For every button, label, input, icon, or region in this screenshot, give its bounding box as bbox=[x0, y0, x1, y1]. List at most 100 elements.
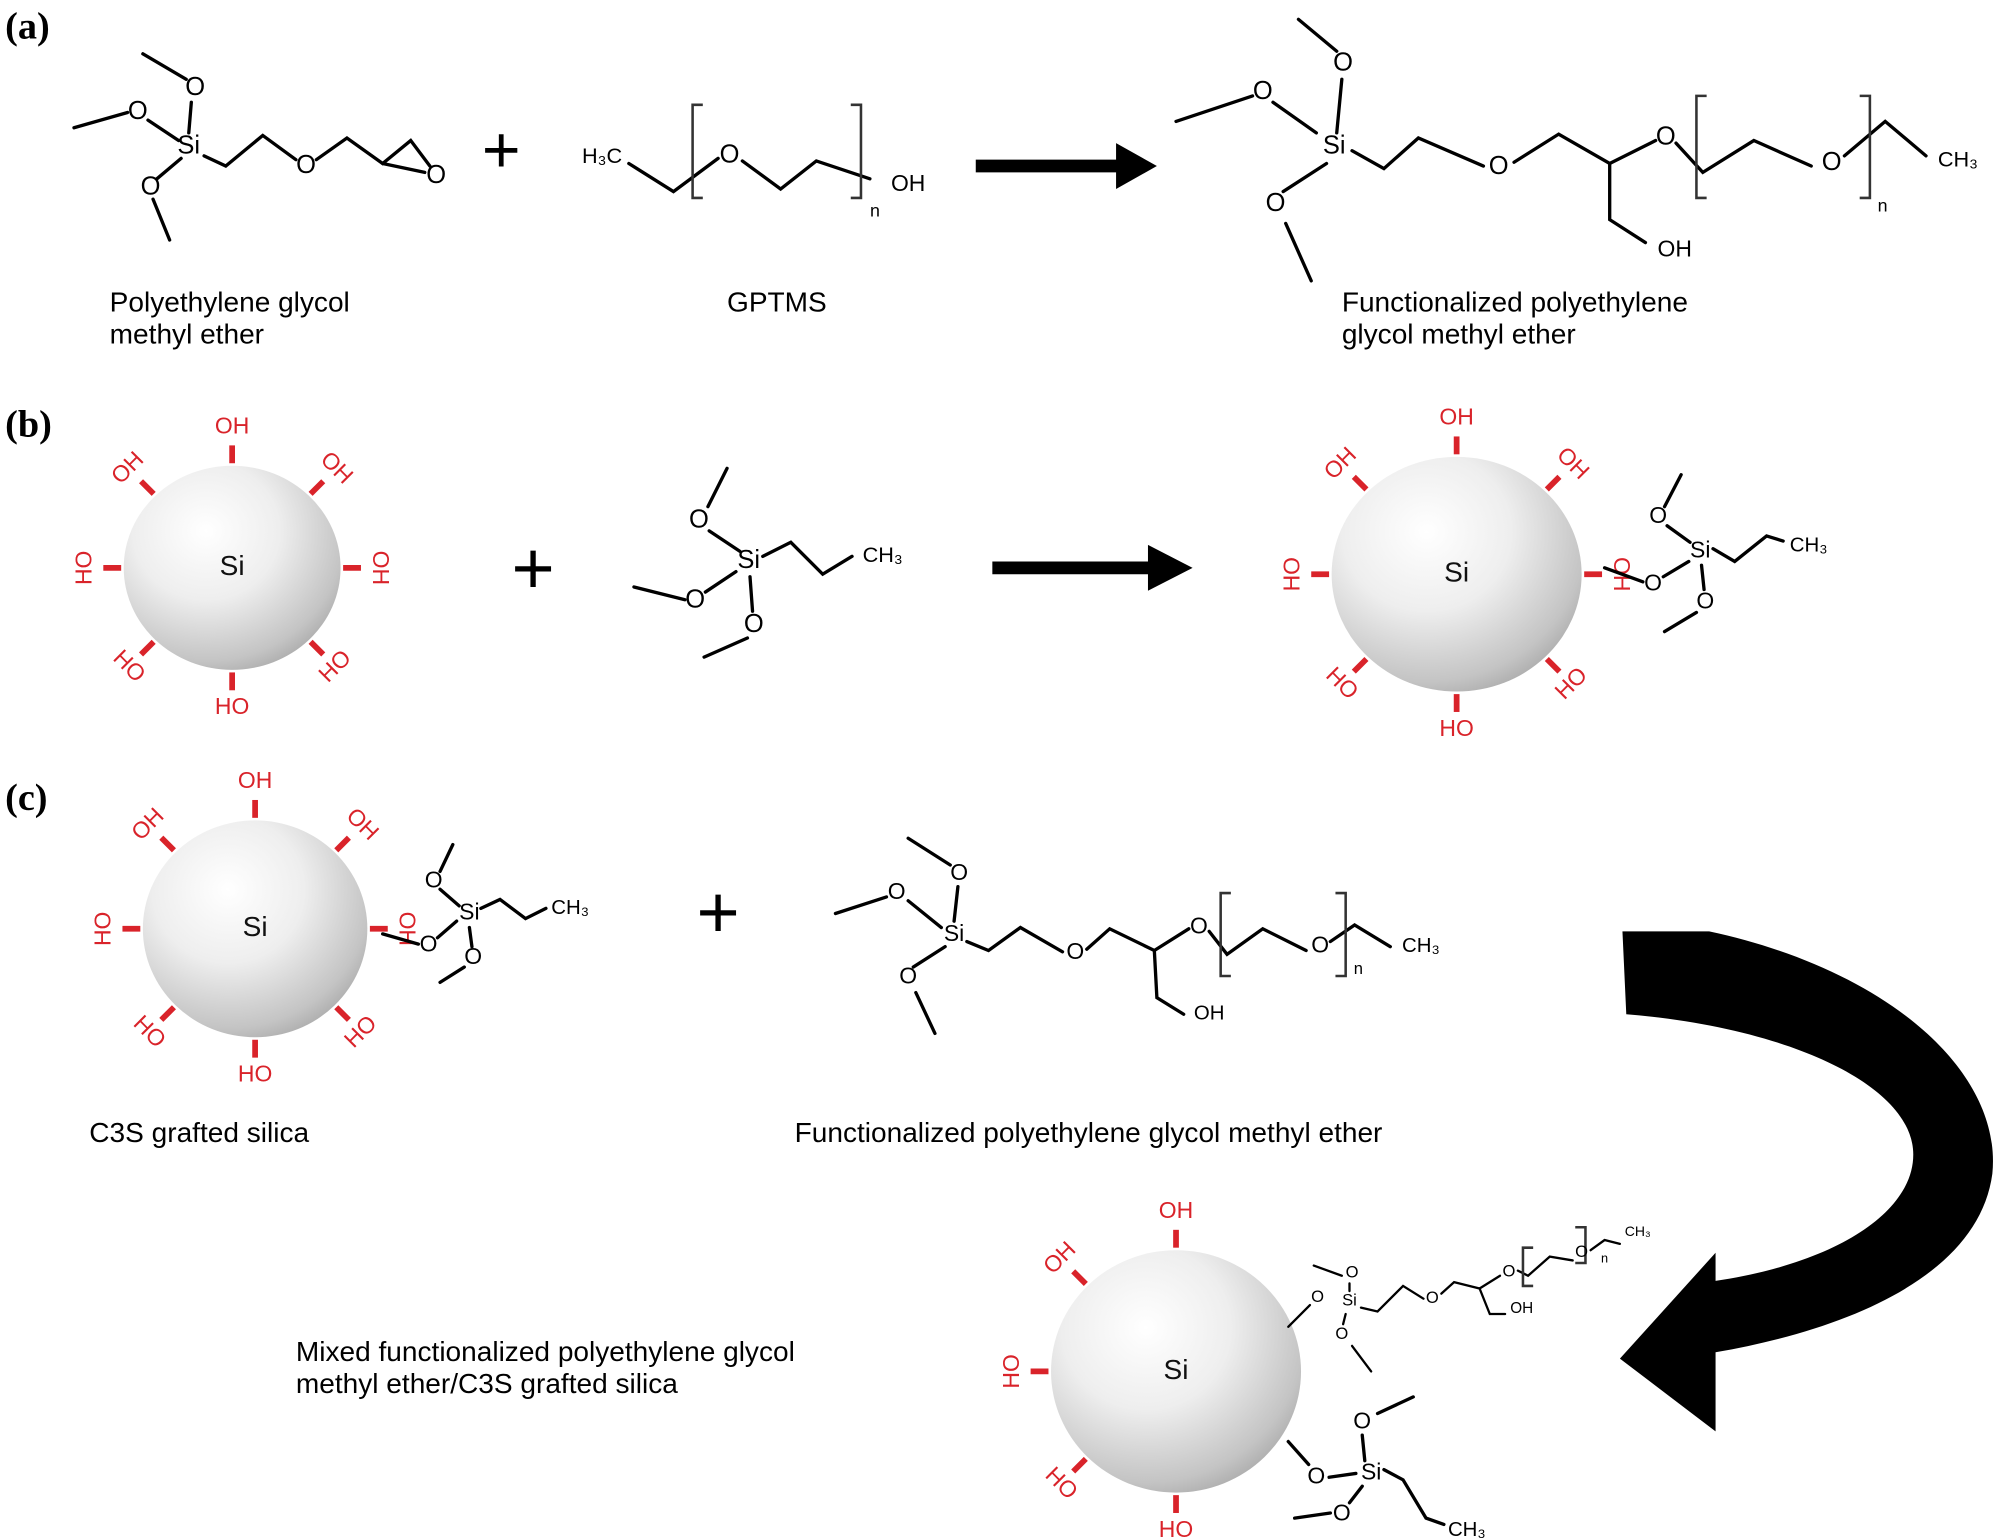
hydroxyl-label: HO bbox=[1439, 715, 1473, 741]
bond-line bbox=[911, 944, 947, 969]
bond-line bbox=[1608, 161, 1648, 245]
atom-label-o: O bbox=[1575, 1242, 1588, 1261]
bond-line bbox=[740, 159, 872, 192]
hydroxyl-label: OH bbox=[1439, 404, 1473, 430]
bond-line bbox=[1350, 1344, 1373, 1373]
hydroxyl-bond bbox=[334, 835, 351, 853]
atom-label-o: O bbox=[1644, 569, 1662, 595]
atom-label-o: O bbox=[185, 73, 205, 101]
bond-line bbox=[1512, 132, 1658, 166]
bond-line bbox=[1516, 1255, 1574, 1278]
atom-label-o: O bbox=[1333, 49, 1353, 77]
bond-line bbox=[906, 836, 952, 867]
atom-label-o: O bbox=[1190, 913, 1208, 939]
bond-line bbox=[1674, 138, 1813, 175]
caption-mixed-product-line2: methyl ether/C3S grafted silica bbox=[296, 1368, 678, 1399]
plus-sign-c: + bbox=[697, 871, 740, 954]
atom-label-o: O bbox=[464, 943, 482, 969]
caption-functionalized-peg-line2: glycol methyl ether bbox=[1342, 318, 1576, 349]
bond-line bbox=[438, 842, 455, 874]
bond-line bbox=[1271, 100, 1318, 135]
atom-label-si: Si bbox=[944, 920, 964, 946]
bond-line bbox=[702, 636, 750, 659]
bond-line bbox=[707, 529, 742, 553]
hydroxyl-bond bbox=[308, 479, 326, 496]
atom-label-n: n bbox=[870, 201, 880, 221]
bond-line bbox=[1284, 221, 1313, 283]
atom-label-o: O bbox=[1266, 189, 1286, 217]
bond-line bbox=[1440, 1274, 1502, 1295]
atom-label-o: O bbox=[128, 97, 148, 125]
hydroxyl-bond bbox=[159, 1005, 176, 1022]
bond-line bbox=[1382, 1467, 1446, 1527]
hydroxyl-bond bbox=[1351, 656, 1369, 674]
atom-label-o: O bbox=[1489, 152, 1509, 180]
reaction-arrow-a bbox=[975, 143, 1157, 190]
silica-particle-sphere bbox=[1051, 1250, 1302, 1493]
hydroxyl-label: HO bbox=[998, 1354, 1024, 1388]
bond-line bbox=[202, 133, 298, 168]
hydroxyl-bond bbox=[1544, 474, 1562, 492]
hydroxyl-label: HO bbox=[1159, 1516, 1193, 1540]
atom-label-oh: OH bbox=[1658, 235, 1692, 261]
right-bracket bbox=[1859, 94, 1872, 200]
bond-line bbox=[380, 161, 427, 175]
particle-core-label: Si bbox=[1444, 557, 1469, 588]
atom-label-h3c: H₃C bbox=[582, 143, 622, 168]
bond-line bbox=[1152, 948, 1186, 1016]
bond-line bbox=[1287, 1303, 1312, 1328]
atom-label-o: O bbox=[685, 586, 705, 614]
bond-line bbox=[1296, 17, 1339, 53]
bond-line bbox=[748, 575, 755, 613]
reaction-arrow-b bbox=[992, 544, 1193, 591]
bond-line bbox=[1478, 1287, 1507, 1316]
atom-label-si: Si bbox=[737, 546, 760, 574]
silica-particle-sphere bbox=[142, 820, 368, 1038]
atom-label-oh: OH bbox=[891, 170, 925, 196]
bond-line bbox=[1341, 1312, 1347, 1326]
hydroxyl-label: OH bbox=[1159, 1197, 1193, 1223]
bond-line bbox=[1661, 559, 1691, 579]
bond-line bbox=[965, 925, 1065, 954]
atom-label-o: O bbox=[888, 878, 906, 904]
atom-label-si: Si bbox=[177, 132, 200, 160]
atom-label-o: O bbox=[720, 141, 740, 169]
bond-line bbox=[314, 135, 432, 168]
plus-sign-a: + bbox=[482, 113, 521, 187]
bond-line bbox=[1335, 77, 1344, 135]
atom-label-o: O bbox=[1253, 77, 1273, 105]
bond-line bbox=[1665, 524, 1692, 544]
caption-functionalized-peg-line1: Functionalized polyethylene bbox=[1342, 286, 1688, 317]
caption-gptms: GPTMS bbox=[727, 286, 827, 317]
bond-line bbox=[146, 118, 181, 143]
atom-label-n: n bbox=[1601, 1251, 1608, 1266]
bond-line bbox=[1281, 161, 1329, 194]
hydroxyl-bond bbox=[139, 639, 156, 657]
bond-line bbox=[627, 156, 720, 194]
atom-label-o: O bbox=[1333, 1499, 1351, 1525]
particle-core-label: Si bbox=[220, 550, 245, 581]
atom-label-o: O bbox=[899, 962, 917, 988]
caption-functionalized-peg-c: Functionalized polyethylene glycol methy… bbox=[795, 1117, 1383, 1148]
bond-line bbox=[761, 540, 854, 577]
bond-line bbox=[1328, 923, 1392, 949]
left-bracket bbox=[1521, 1246, 1534, 1288]
atom-label-si: Si bbox=[1323, 132, 1346, 160]
atom-label-o: O bbox=[744, 610, 764, 638]
atom-label-o: O bbox=[1311, 932, 1329, 958]
atom-label-o: O bbox=[1346, 1263, 1359, 1282]
atom-label-n: n bbox=[1878, 196, 1888, 216]
caption-c3s-grafted-silica: C3S grafted silica bbox=[89, 1117, 309, 1148]
atom-label-o: O bbox=[950, 859, 968, 885]
bond-line bbox=[380, 932, 421, 946]
plus-sign-b: + bbox=[512, 526, 555, 609]
bond-line bbox=[438, 965, 466, 985]
atom-label-oh: OH bbox=[1510, 1300, 1533, 1317]
